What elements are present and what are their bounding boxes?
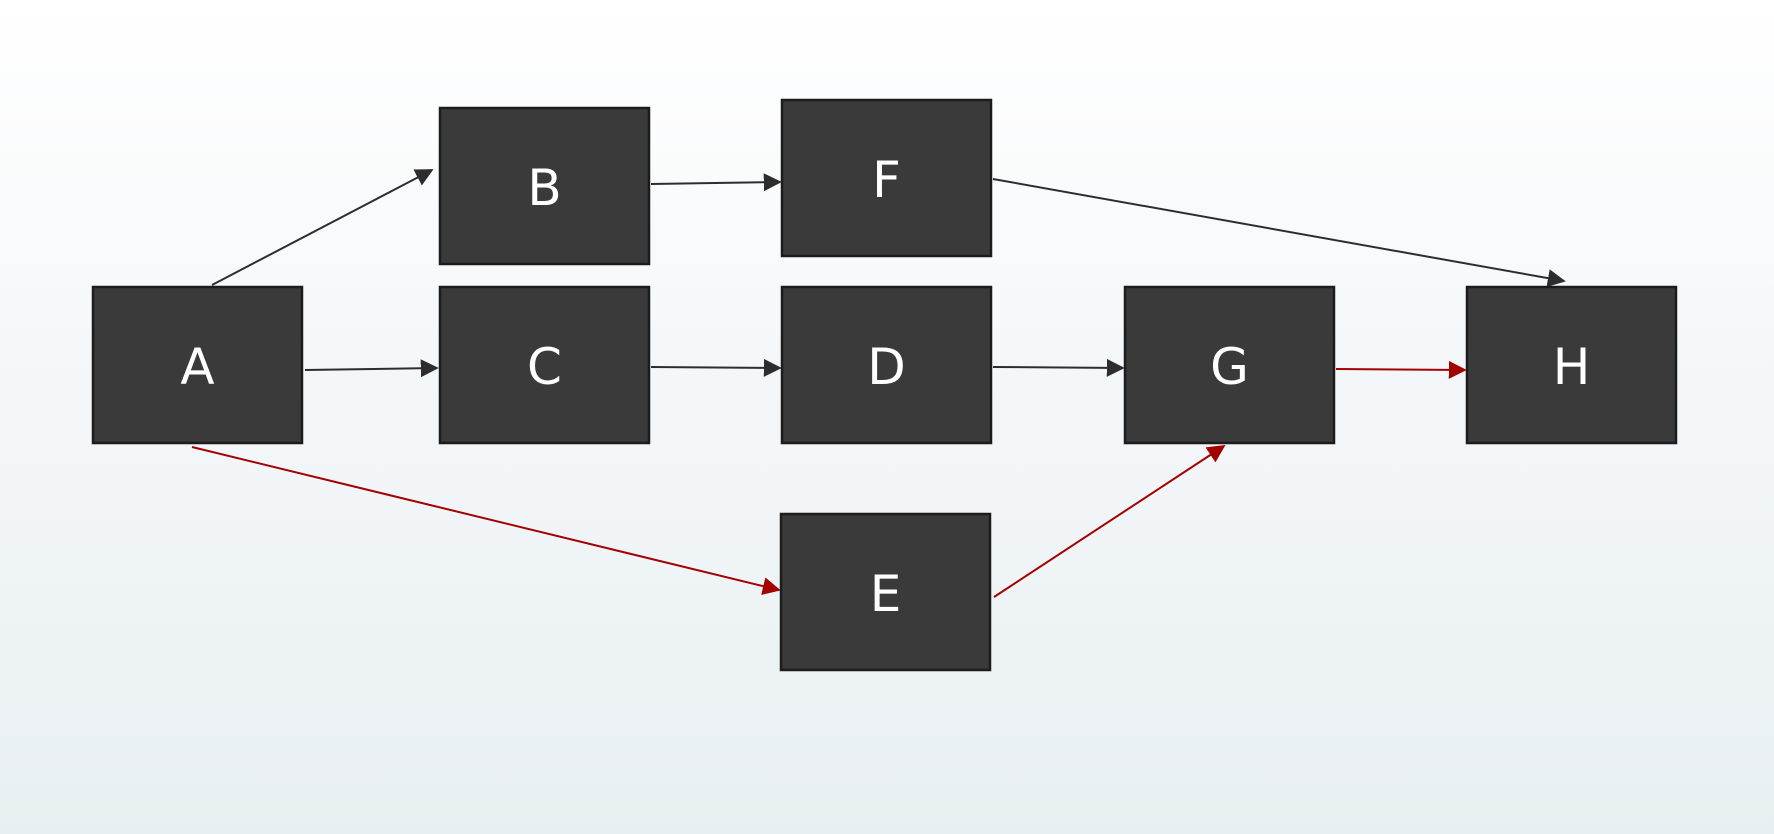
- edge-line: [1335, 360, 1467, 379]
- node-box: [780, 285, 993, 445]
- node-label: D: [867, 338, 906, 396]
- node-label: C: [527, 338, 562, 396]
- node-box: [438, 106, 651, 266]
- edge-line: [191, 446, 781, 595]
- node-b: B: [438, 106, 651, 266]
- edges-layer: [191, 169, 1566, 598]
- edge-b-to-f: [650, 173, 782, 192]
- node-label: A: [180, 338, 214, 396]
- node-g: G: [1123, 285, 1336, 445]
- edge-line: [992, 358, 1125, 377]
- edge-a-to-c: [304, 359, 439, 378]
- node-f: F: [780, 98, 993, 258]
- node-label: F: [872, 151, 901, 209]
- node-box: [91, 285, 304, 445]
- nodes-layer: A B C D E F G H: [91, 98, 1678, 672]
- edge-c-to-d: [650, 358, 782, 377]
- edge-line: [304, 359, 439, 378]
- node-label: G: [1210, 338, 1249, 396]
- edge-line: [650, 173, 782, 192]
- node-label: B: [527, 159, 561, 217]
- node-e: E: [779, 512, 992, 672]
- edge-line: [211, 169, 434, 286]
- edge-g-to-h: [1335, 360, 1467, 379]
- edge-line: [993, 445, 1226, 598]
- node-box: [780, 98, 993, 258]
- node-label: E: [870, 565, 902, 623]
- edge-a-to-e: [191, 446, 781, 595]
- node-a: A: [91, 285, 304, 445]
- edge-e-to-g: [993, 445, 1226, 598]
- edge-line: [650, 358, 782, 377]
- edge-d-to-g: [992, 358, 1125, 377]
- edge-a-to-b: [211, 169, 434, 286]
- edge-line: [992, 178, 1566, 288]
- edge-f-to-h: [992, 178, 1566, 288]
- node-label: H: [1553, 338, 1591, 396]
- node-box: [1465, 285, 1678, 445]
- node-h: H: [1465, 285, 1678, 445]
- node-box: [438, 285, 651, 445]
- node-c: C: [438, 285, 651, 445]
- node-box: [1123, 285, 1336, 445]
- node-box: [779, 512, 992, 672]
- node-d: D: [780, 285, 993, 445]
